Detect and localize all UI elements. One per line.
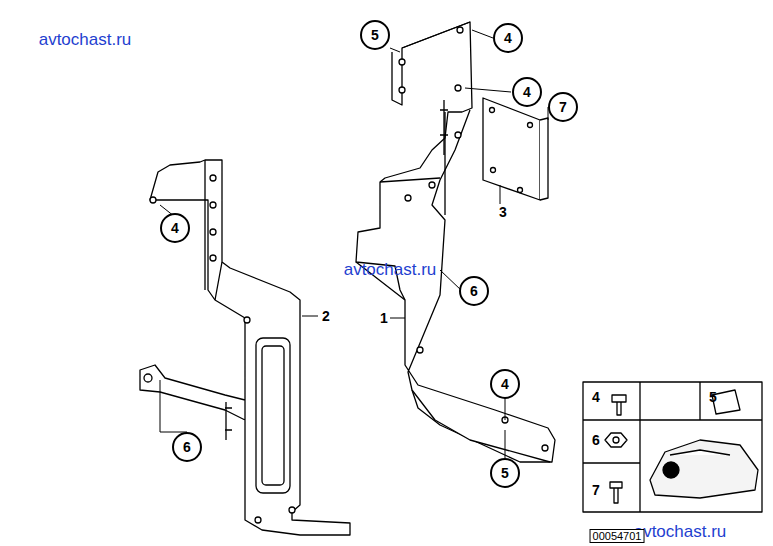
callout-number: 6	[183, 439, 191, 455]
callout-number: 5	[371, 27, 379, 43]
callout-number: 5	[501, 465, 509, 481]
part-number: 2	[322, 308, 330, 324]
callout-circle: 4	[512, 77, 542, 107]
callout-number: 4	[523, 84, 531, 100]
part-number: 3	[499, 204, 507, 220]
callout-circle: 4	[493, 23, 523, 53]
watermark: avtochast.ru	[344, 260, 437, 280]
callout-number: 6	[470, 283, 478, 299]
part-number: 5	[709, 389, 717, 405]
callout-number: 4	[171, 220, 179, 236]
callout-circle: 5	[360, 20, 390, 50]
diagram-code: 00054701	[590, 529, 645, 543]
callout-circle: 4	[160, 213, 190, 243]
callout-circle: 6	[459, 276, 489, 306]
part-number: 4	[592, 389, 600, 405]
part-number: 7	[592, 482, 600, 498]
watermark: avtochast.ru	[634, 522, 727, 542]
part-number: 6	[592, 432, 600, 448]
callout-circle: 6	[172, 432, 202, 462]
callout-number: 4	[504, 30, 512, 46]
part-number: 1	[380, 310, 388, 326]
callout-number: 4	[501, 376, 509, 392]
callout-circle: 4	[490, 369, 520, 399]
callout-number: 7	[559, 99, 567, 115]
callout-circle: 7	[548, 92, 578, 122]
callout-circle: 5	[490, 458, 520, 488]
watermark: avtochast.ru	[39, 30, 132, 50]
